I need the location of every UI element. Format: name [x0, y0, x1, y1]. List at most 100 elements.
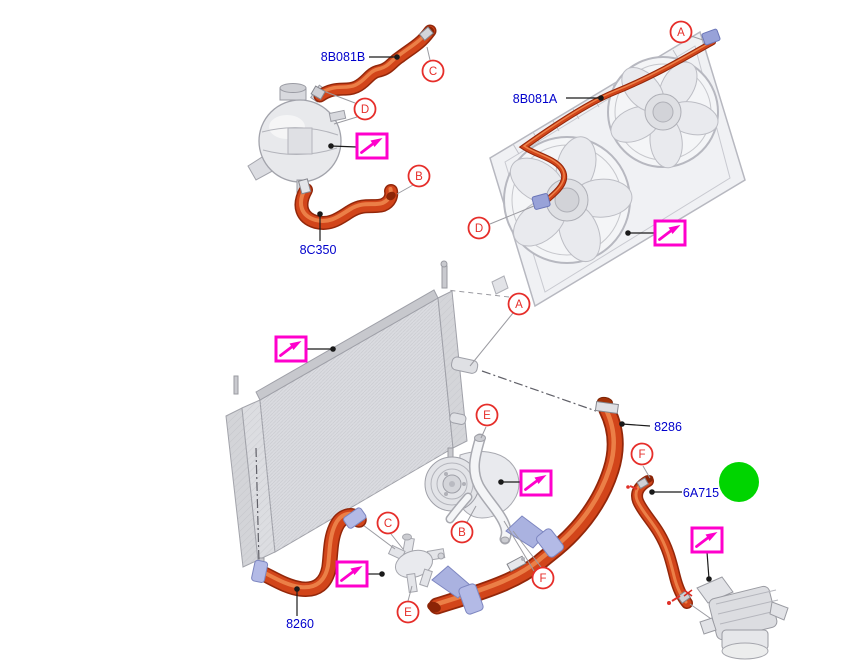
thermostat-housing [362, 524, 446, 594]
callout-leader [390, 533, 404, 550]
leader-line [621, 423, 651, 427]
leader-dot [598, 95, 604, 101]
leader-dot [706, 576, 712, 582]
callout-leader [396, 184, 414, 195]
leader-dot [294, 586, 300, 592]
callout-leader [690, 35, 704, 41]
hose-clamp [418, 26, 434, 41]
callout-leader [480, 426, 487, 439]
leader-dot [649, 489, 655, 495]
expansion-tank [247, 83, 347, 194]
tube-8b081a [524, 28, 721, 210]
callout-leader [446, 289, 510, 298]
callout-circle [353, 97, 377, 121]
callout-leader [325, 91, 356, 104]
view-arrow-icon [534, 475, 547, 484]
callout-circle [669, 20, 693, 44]
view-marker[interactable] [328, 132, 389, 160]
callout-letter: C [384, 518, 392, 530]
hose-clamp [343, 507, 367, 529]
view-arrow-icon [524, 480, 538, 491]
view-arrow-icon [360, 143, 374, 154]
part-number-text[interactable]: 8260 [286, 617, 314, 631]
part-number-text[interactable]: 8B081B [321, 50, 365, 64]
callout-letter: D [361, 104, 369, 116]
view-arrow-icon [350, 566, 363, 575]
callout-a: A [669, 20, 704, 44]
part-number-text[interactable]: 8B081A [513, 92, 558, 106]
hose-clamp [594, 400, 620, 415]
callout-circle [531, 566, 555, 590]
leader-dot [619, 421, 625, 427]
radiator-outlet [450, 356, 479, 374]
hose-clamp [251, 559, 269, 583]
view-arrow-icon [705, 532, 718, 541]
callout-circle [475, 403, 499, 427]
view-marker-box[interactable] [653, 219, 687, 247]
callout-circle [407, 164, 431, 188]
callout-b: B [396, 164, 431, 195]
callout-letter: E [404, 607, 412, 619]
callout-letter: B [415, 171, 423, 183]
hose-clamp [636, 477, 650, 490]
note-dot[interactable] [719, 462, 759, 502]
leader-dot [328, 143, 334, 149]
leader-dot [379, 571, 385, 577]
callout-letter: D [475, 223, 483, 235]
oil-cooler [696, 576, 789, 660]
hose-clamp [310, 85, 326, 101]
callout-leader [469, 312, 514, 367]
callout-leader [465, 505, 477, 525]
view-marker[interactable] [274, 335, 336, 363]
callout-c: C [421, 46, 445, 83]
callout-circle [630, 442, 654, 466]
view-marker[interactable] [335, 560, 385, 588]
view-marker-box[interactable] [519, 469, 553, 497]
part-number-text[interactable]: 6A715 [683, 486, 719, 500]
callout-leader [503, 520, 535, 572]
view-marker[interactable] [625, 219, 687, 247]
callout-circle [467, 216, 491, 240]
callout-circle [421, 59, 445, 83]
mounting-pin [233, 375, 239, 395]
callout-c: C [376, 511, 404, 550]
callout-leader [489, 205, 535, 225]
leader-dot [498, 479, 504, 485]
callout-b: B [450, 505, 477, 544]
callout-letter: A [515, 299, 523, 311]
quick-connector [531, 193, 551, 210]
part-number-text[interactable]: 8286 [654, 420, 682, 434]
hose-clamp [297, 178, 312, 195]
callout-a: A [446, 289, 531, 367]
part-label-8B081B[interactable]: 8B081B [321, 50, 400, 64]
part-label-8C350[interactable]: 8C350 [300, 211, 337, 257]
view-marker[interactable] [690, 526, 724, 582]
part-number-text[interactable]: 8C350 [300, 243, 337, 257]
callout-leader [512, 530, 542, 568]
view-arrow-icon [279, 346, 293, 357]
part-label-8260[interactable]: 8260 [286, 586, 314, 631]
part-label-8B081A[interactable]: 8B081A [513, 92, 604, 106]
quick-connector [701, 28, 721, 46]
view-arrow-icon [370, 138, 383, 147]
callout-f: F [630, 442, 654, 479]
view-marker[interactable] [498, 469, 553, 497]
leader-line [330, 145, 358, 148]
hose-8b081b [310, 25, 436, 101]
hose-8286 [427, 396, 620, 615]
hose-8c350 [297, 178, 398, 223]
callout-d: D [325, 91, 377, 125]
shroud-mount-tab [491, 275, 509, 295]
callout-e: E [475, 403, 499, 439]
cooling-fan-assembly [489, 30, 746, 308]
callout-letter: B [458, 527, 466, 539]
part-label-6A715[interactable]: 6A715 [649, 486, 719, 500]
part-label-8286[interactable]: 8286 [619, 420, 682, 434]
callout-d: D [467, 205, 535, 240]
leader-dot [625, 230, 631, 236]
view-arrow-icon [695, 537, 709, 548]
callout-letter: A [677, 27, 685, 39]
leader-dot [394, 54, 400, 60]
callout-circle [376, 511, 400, 535]
